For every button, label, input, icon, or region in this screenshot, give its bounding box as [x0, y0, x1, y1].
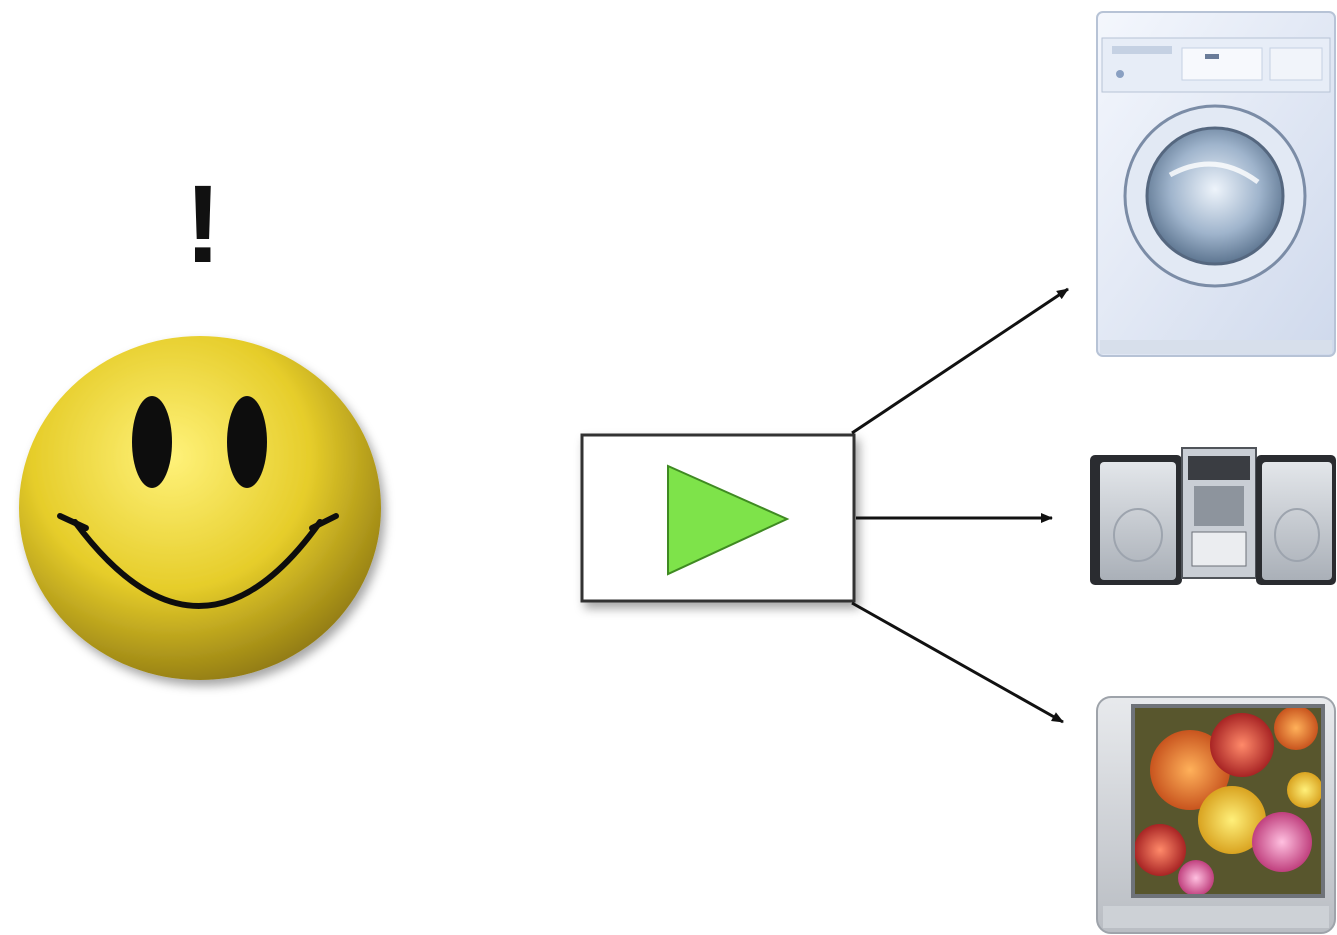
television-icon [1097, 697, 1335, 933]
arrow-to-television [852, 603, 1063, 722]
arrow-to-washing-machine [852, 289, 1068, 433]
remote-control-box [582, 435, 854, 601]
stereo-system-icon [1090, 448, 1336, 585]
washing-machine-icon [1097, 12, 1335, 356]
smiley-face-icon [19, 336, 381, 680]
